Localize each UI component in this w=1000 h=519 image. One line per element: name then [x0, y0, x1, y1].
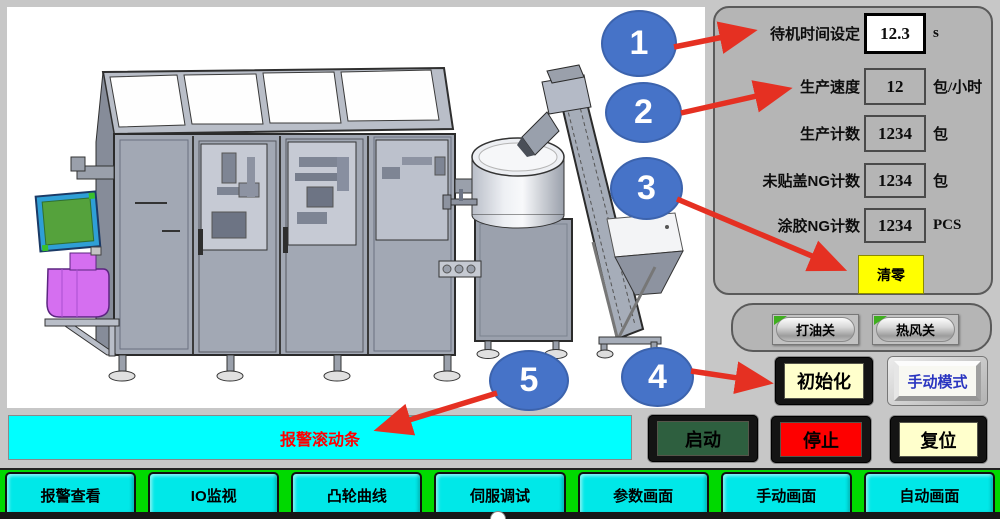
- alarm-scroll-bar: 报警滚动条: [8, 415, 632, 460]
- machine-illustration: [34, 64, 684, 382]
- production-count-label: 生产计数: [799, 126, 860, 143]
- production-speed-value: 12: [864, 68, 926, 105]
- callout-circle-5: 5: [489, 350, 569, 411]
- hot-air-switch-button[interactable]: 热风关: [872, 314, 959, 345]
- switch-panel: 打油关 热风关: [731, 303, 992, 352]
- standby-time-input[interactable]: 12.3: [864, 13, 926, 54]
- nav-manual-screen-button[interactable]: 手动画面: [720, 472, 852, 518]
- nav-io-monitor-button[interactable]: IO监视: [148, 472, 280, 518]
- glue-ng-count-unit: PCS: [933, 217, 962, 233]
- production-count-value: 1234: [864, 115, 926, 152]
- param-row-production-count: 生产计数 1234 包: [715, 115, 991, 152]
- param-row-uncapped-ng-count: 未贴盖NG计数 1234 包: [715, 163, 991, 198]
- reset-button-label: 复位: [899, 422, 978, 457]
- nav-parameter-screen-button[interactable]: 参数画面: [577, 472, 709, 518]
- uncapped-ng-count-label: 未贴盖NG计数: [762, 173, 860, 190]
- uncapped-ng-count-value: 1234: [864, 163, 926, 198]
- standby-time-unit: s: [933, 25, 939, 41]
- production-speed-unit: 包/小时: [933, 80, 983, 96]
- stop-button[interactable]: 停止: [771, 416, 871, 463]
- initialize-button[interactable]: 初始化: [775, 357, 873, 405]
- parameter-panel: 待机时间设定 12.3 s 生产速度 12 包/小时 生产计数 1234 包 未…: [713, 6, 993, 295]
- production-count-unit: 包: [933, 127, 949, 143]
- callout-circle-4: 4: [621, 347, 694, 407]
- param-row-production-speed: 生产速度 12 包/小时: [715, 68, 991, 105]
- oil-switch-label: 打油关: [776, 317, 855, 342]
- glue-ng-count-label: 涂胶NG计数: [777, 218, 860, 235]
- manual-mode-button[interactable]: 手动模式: [888, 357, 987, 405]
- hot-air-switch-label: 热风关: [876, 317, 955, 342]
- bottom-nav-bar: 报警查看 IO监视 凸轮曲线 伺服调试 参数画面 手动画面 自动画面: [0, 468, 1000, 519]
- stop-button-label: 停止: [780, 422, 862, 457]
- callout-circle-3: 3: [610, 157, 683, 220]
- uncapped-ng-count-unit: 包: [933, 174, 949, 190]
- production-speed-label: 生产速度: [799, 79, 860, 96]
- clear-button[interactable]: 清零: [858, 255, 924, 294]
- param-row-glue-ng-count: 涂胶NG计数 1234 PCS: [715, 208, 991, 243]
- callout-circle-2: 2: [605, 82, 682, 143]
- oil-switch-indicator-icon: [774, 316, 787, 325]
- hot-air-switch-indicator-icon: [874, 316, 887, 325]
- standby-time-label: 待机时间设定: [769, 26, 860, 43]
- callout-circle-1: 1: [601, 10, 677, 77]
- start-button[interactable]: 启动: [648, 415, 758, 462]
- reset-button[interactable]: 复位: [890, 416, 987, 463]
- oil-switch-button[interactable]: 打油关: [772, 314, 859, 345]
- start-button-label: 启动: [657, 421, 749, 456]
- glue-ng-count-value: 1234: [864, 208, 926, 243]
- manual-mode-button-label: 手动模式: [894, 361, 981, 401]
- param-row-standby-time: 待机时间设定 12.3 s: [715, 13, 991, 54]
- initialize-button-label: 初始化: [784, 363, 864, 399]
- machine-illustration-area: [7, 7, 705, 408]
